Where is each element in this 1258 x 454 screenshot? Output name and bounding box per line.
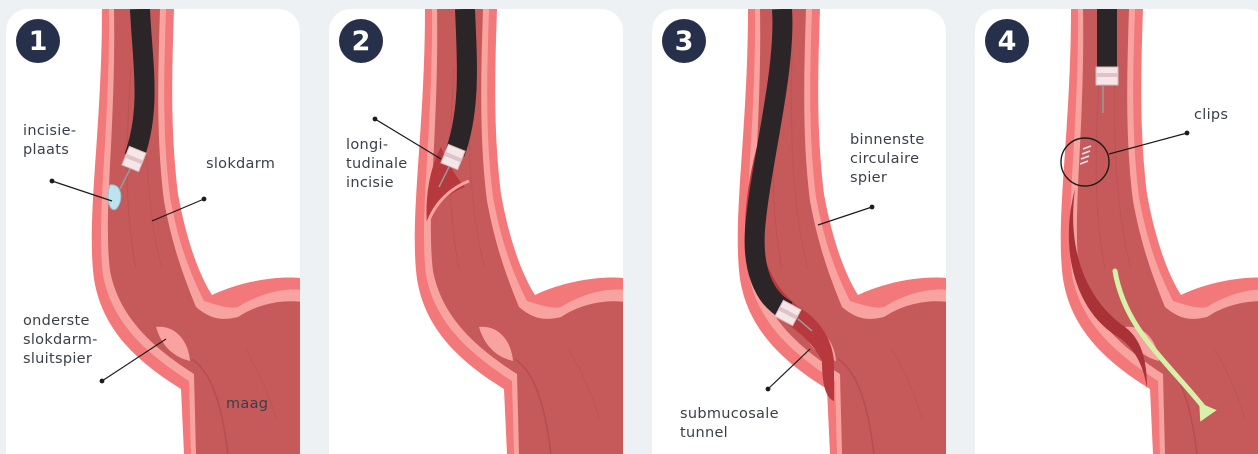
label-stomach: maag — [226, 395, 268, 414]
label-esophagus: slokdarm — [206, 155, 275, 174]
fluid-bleb — [108, 185, 121, 210]
label-longitudinal-incision: longi- tudinale incisie — [346, 136, 408, 193]
panel-step-2: 2 longi- tudinale incisie — [329, 9, 623, 454]
label-lower-sphincter: onderste slokdarm- sluitspier — [23, 312, 98, 369]
anatomy-illustration-2 — [329, 9, 623, 454]
panel-step-3: 3 binnenste circulaire spier submucosale… — [652, 9, 946, 454]
anatomy-illustration-4 — [975, 9, 1258, 454]
endoscope — [455, 9, 467, 153]
step-badge: 3 — [662, 19, 706, 63]
panel-step-1: 1 incisie- plaats slokdarm onderste slok… — [6, 9, 300, 454]
anatomy-illustration-1 — [6, 9, 300, 454]
label-submucosal-tunnel: submucosale tunnel — [680, 405, 779, 443]
endoscope-cap — [1096, 67, 1118, 85]
anatomy-illustration-3 — [652, 9, 946, 454]
label-inner-circular-muscle: binnenste circulaire spier — [850, 131, 925, 188]
label-incision-site: incisie- plaats — [23, 122, 76, 160]
label-clips: clips — [1194, 106, 1228, 125]
step-badge: 1 — [16, 19, 60, 63]
endoscope — [1097, 9, 1117, 69]
step-badge: 2 — [339, 19, 383, 63]
endoscope — [134, 9, 145, 157]
step-badge: 4 — [985, 19, 1029, 63]
panel-step-4: 4 clips — [975, 9, 1258, 454]
